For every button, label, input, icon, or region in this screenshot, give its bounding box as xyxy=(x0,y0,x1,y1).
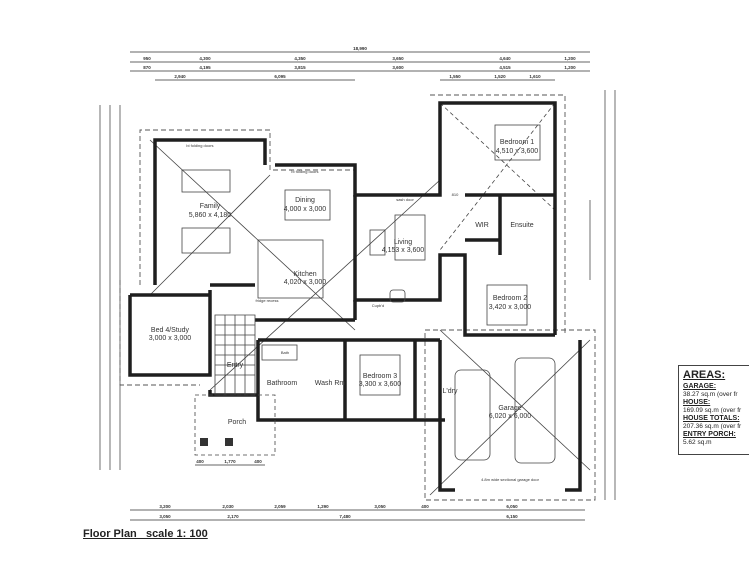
porch-post xyxy=(225,438,233,446)
room-kitchen: Kitchen xyxy=(293,271,316,278)
svg-text:6,095: 6,095 xyxy=(274,74,286,79)
room-ensuite: Ensuite xyxy=(510,222,533,229)
room-labels: Family 5,860 x 4,180 Dining 4,000 x 3,00… xyxy=(149,139,540,482)
svg-text:4,515: 4,515 xyxy=(499,65,511,70)
room-wir: WIR xyxy=(475,222,489,229)
svg-text:3,050: 3,050 xyxy=(374,504,386,509)
svg-text:400: 400 xyxy=(196,459,204,464)
svg-text:6,050: 6,050 xyxy=(506,504,518,509)
svg-text:3,300 x 3,600: 3,300 x 3,600 xyxy=(359,381,402,388)
svg-text:4,195: 4,195 xyxy=(199,65,211,70)
svg-text:2,940: 2,940 xyxy=(174,74,186,79)
svg-text:sash door: sash door xyxy=(396,197,414,202)
svg-text:400: 400 xyxy=(254,459,262,464)
svg-text:4,640: 4,640 xyxy=(499,56,511,61)
room-family: Family xyxy=(200,203,221,210)
room-porch: Porch xyxy=(228,419,246,426)
svg-text:1,520: 1,520 xyxy=(494,74,506,79)
svg-text:3,000 x 3,000: 3,000 x 3,000 xyxy=(149,335,192,342)
svg-text:400: 400 xyxy=(421,504,429,509)
area-value: 207.36 sq.m (over fr xyxy=(683,423,742,430)
area-value: 5.62 sq.m xyxy=(683,439,712,446)
top-dimensions: 18,990 950 4,300 4,350 3,650 4,640 1,200… xyxy=(130,46,590,81)
room-garage: Garage xyxy=(498,405,521,412)
svg-text:4,300: 4,300 xyxy=(199,56,211,61)
room-bathroom: Bathroom xyxy=(267,380,298,387)
room-bed4-study: Bed 4/Study xyxy=(151,327,190,334)
side-dimensions xyxy=(99,90,616,500)
svg-text:4,153 x 3,600: 4,153 x 3,600 xyxy=(382,247,425,254)
area-label: ENTRY PORCH: xyxy=(683,431,736,438)
svg-text:810: 810 xyxy=(452,192,459,197)
room-bedroom-2: Bedroom 2 xyxy=(493,295,527,302)
svg-text:1,550: 1,550 xyxy=(449,74,461,79)
svg-text:6,020 x 6,000: 6,020 x 6,000 xyxy=(489,413,532,420)
svg-text:1,200: 1,200 xyxy=(564,65,576,70)
svg-text:18,990: 18,990 xyxy=(353,46,367,51)
svg-text:1,610: 1,610 xyxy=(529,74,541,79)
svg-text:3,600: 3,600 xyxy=(392,65,404,70)
svg-text:4,020 x 3,000: 4,020 x 3,000 xyxy=(284,279,327,286)
svg-text:Cupb'd: Cupb'd xyxy=(372,303,385,308)
svg-text:3,420 x 3,000: 3,420 x 3,000 xyxy=(489,304,532,311)
svg-text:950: 950 xyxy=(143,56,151,61)
area-label: GARAGE: xyxy=(683,383,717,390)
svg-text:7,480: 7,480 xyxy=(339,514,351,519)
walls xyxy=(128,101,582,492)
svg-text:bi folding doors: bi folding doors xyxy=(291,169,318,174)
svg-text:2,030: 2,030 xyxy=(222,504,234,509)
bottom-dimensions: 3,200 2,030 2,059 1,290 3,050 400 6,050 … xyxy=(130,459,585,521)
furniture xyxy=(181,124,556,464)
porch-post xyxy=(200,438,208,446)
svg-text:1,770: 1,770 xyxy=(224,459,236,464)
svg-text:5,860 x 4,180: 5,860 x 4,180 xyxy=(189,212,232,219)
room-dining: Dining xyxy=(295,197,315,204)
room-laundry: L'dry xyxy=(443,388,458,395)
svg-text:4,350: 4,350 xyxy=(294,56,306,61)
areas-heading: AREAS: xyxy=(683,369,726,381)
svg-text:bi folding doors: bi folding doors xyxy=(186,143,213,148)
area-value: 38.27 sq.m (over fr xyxy=(683,391,738,398)
svg-text:6,150: 6,150 xyxy=(506,514,518,519)
room-bedroom-3: Bedroom 3 xyxy=(363,373,397,380)
room-entry: Entry xyxy=(227,362,244,369)
room-bedroom-1: Bedroom 1 xyxy=(500,139,534,146)
svg-text:1,200: 1,200 xyxy=(564,56,576,61)
svg-text:3,815: 3,815 xyxy=(294,65,306,70)
svg-text:3,200: 3,200 xyxy=(159,504,171,509)
room-living: Living xyxy=(394,239,412,246)
plan-title: Floor Plan scale 1: 100 xyxy=(83,528,208,540)
svg-text:4,510 x 3,600: 4,510 x 3,600 xyxy=(496,148,539,155)
area-value: 169.09 sq.m (over fr xyxy=(683,407,742,414)
svg-text:4.8m wide sectional garage doo: 4.8m wide sectional garage door xyxy=(481,477,539,482)
room-wash-rm: Wash Rm xyxy=(315,380,346,387)
svg-text:Bath: Bath xyxy=(281,350,289,355)
svg-text:3,050: 3,050 xyxy=(159,514,171,519)
svg-text:fridge recess: fridge recess xyxy=(256,298,279,303)
svg-text:2,059: 2,059 xyxy=(274,504,286,509)
svg-text:4,000 x 3,000: 4,000 x 3,000 xyxy=(284,206,327,213)
svg-text:1,290: 1,290 xyxy=(317,504,329,509)
areas-table: AREAS: GARAGE: 38.27 sq.m (over fr HOUSE… xyxy=(678,365,749,455)
svg-text:3,650: 3,650 xyxy=(392,56,404,61)
area-label: HOUSE: xyxy=(683,399,711,406)
area-label: HOUSE TOTALS: xyxy=(683,415,740,422)
svg-text:870: 870 xyxy=(143,65,151,70)
svg-text:2,170: 2,170 xyxy=(227,514,239,519)
